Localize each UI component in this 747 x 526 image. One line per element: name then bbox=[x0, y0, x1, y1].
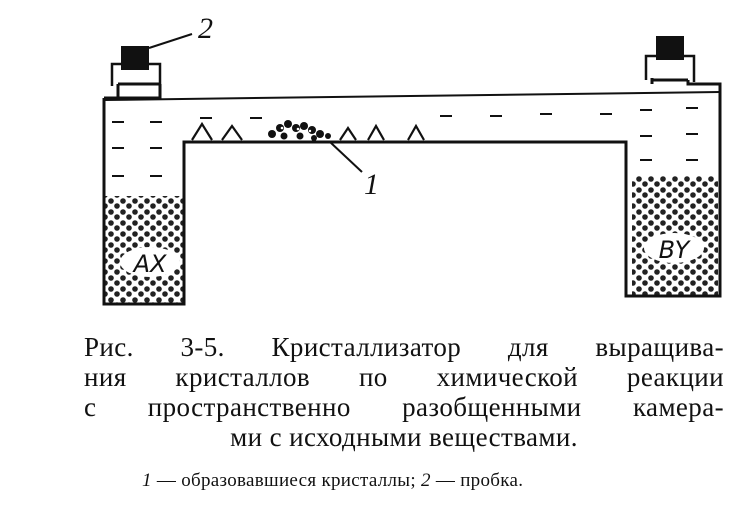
liquid-dashes bbox=[112, 107, 698, 177]
caption-line: ми с исходными веществами. bbox=[230, 422, 578, 452]
figure-caption: Рис. 3-5. Кристаллизатор для выращива- н… bbox=[84, 332, 724, 452]
crystals bbox=[191, 121, 425, 141]
reagent-left-patch bbox=[120, 247, 180, 277]
legend-item2-text: — пробка. bbox=[430, 470, 524, 491]
liquid-surface bbox=[103, 91, 721, 101]
caption-line: с пространственно разобщенными камера- bbox=[84, 392, 724, 422]
leader-line-2 bbox=[148, 33, 193, 49]
reagent-right-patch bbox=[644, 233, 704, 263]
caption-line: Рис. 3-5. Кристаллизатор для выращива- bbox=[84, 332, 724, 362]
leader-line-1 bbox=[329, 141, 363, 173]
figure-legend: 1 — образовавшиеся кристаллы; 2 — пробка… bbox=[142, 470, 523, 492]
reagent-right-label: BY bbox=[659, 236, 692, 264]
reagent-left-label: AX bbox=[132, 250, 167, 278]
stopper-right bbox=[656, 36, 684, 60]
vessel-outline bbox=[102, 78, 722, 306]
caption-line: ния кристаллов по химической реакции bbox=[84, 362, 724, 392]
crystal-cluster bbox=[268, 120, 331, 141]
label-stopper: 2 bbox=[198, 12, 213, 45]
stopper-left bbox=[121, 46, 149, 70]
label-crystals: 1 bbox=[364, 168, 379, 201]
legend-item1-text: — образовавшиеся кристаллы; bbox=[151, 470, 421, 491]
legend-item2-number: 2 bbox=[420, 470, 431, 491]
crystallizer-diagram: 2 1 AX BY bbox=[102, 12, 722, 306]
legend-item1-number: 1 bbox=[142, 470, 152, 491]
